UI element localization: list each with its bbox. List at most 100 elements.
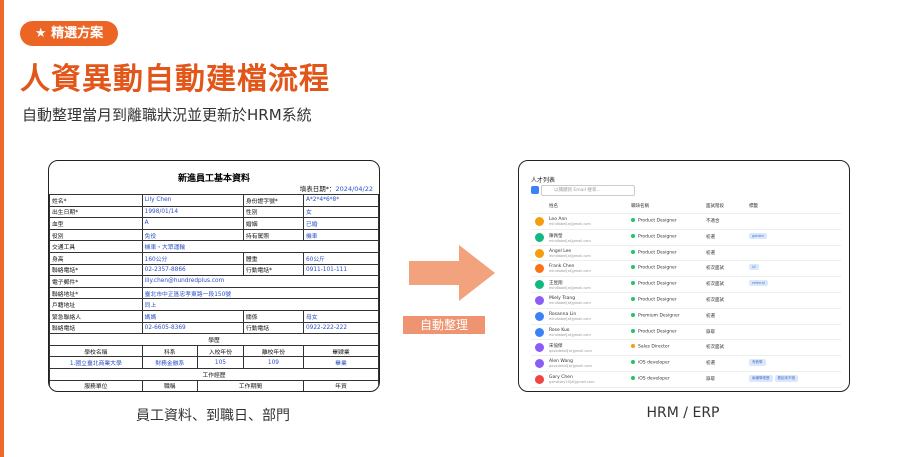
education-value: 1.國立臺北商業大學 <box>49 356 143 369</box>
form-label: 交通工具 <box>49 240 143 253</box>
form-value: 0922-222-222 <box>302 321 379 335</box>
form-label: 性別 <box>242 205 304 219</box>
tag-chip[interactable]: 有數學 <box>749 359 766 367</box>
tag-chip[interactable]: 兩種學經歷 <box>749 374 773 382</box>
candidate-email: mindlabel[at]gmail.com <box>549 269 591 274</box>
tag-chip[interactable]: referral <box>749 280 768 287</box>
form-label: 姓名* <box>49 194 143 207</box>
form-value: 女 <box>302 205 379 219</box>
form-value: 02-2357-8866 <box>141 263 244 277</box>
table-row[interactable]: 宋雅涵qovadetoli[at]gmail.comPM初次面試 <box>531 386 841 391</box>
education-header: 畢肄業 <box>302 344 379 358</box>
form-label: 婚姻 <box>242 217 304 230</box>
interview-stage: 初次面試 <box>706 282 724 288</box>
avatar <box>535 217 544 226</box>
avatar <box>535 327 544 337</box>
education-value: 畢業 <box>302 356 379 369</box>
form-value: 機車・大眾運輸 <box>141 240 379 253</box>
interview-stage: 初選 <box>706 250 715 256</box>
form-value: 0911-101-111 <box>302 263 379 277</box>
form-value: 機車 <box>302 228 379 242</box>
column-header[interactable]: 職缺名稱 <box>631 204 649 209</box>
candidate-email: mindlabel[at]gmail.com <box>549 316 591 321</box>
form-value: 母女 <box>302 309 379 323</box>
column-header[interactable]: 面試階段 <box>706 204 724 209</box>
form-value: A*2*4*6*8* <box>302 194 379 207</box>
job-title: Product Designer <box>631 218 677 224</box>
avatar <box>535 248 544 258</box>
tag-chip[interactable]: golden <box>749 232 767 239</box>
form-label: 役別 <box>49 228 143 242</box>
interview-stage: 錄取 <box>706 376 715 382</box>
education-section-title: 學歷 <box>49 333 379 346</box>
form-date: 填表日期*：2024/04/22 <box>299 185 373 193</box>
status-dot-icon <box>631 312 635 317</box>
tag-chip[interactable]: UI <box>749 264 759 271</box>
tag-list: referral <box>749 280 770 287</box>
form-label: 電子郵件* <box>49 275 143 288</box>
candidate-email: mindlabel[at]gmail.com <box>549 222 591 226</box>
work-header: 職稱 <box>141 379 198 391</box>
search-input[interactable]: 以關鍵詞 Email 搜尋... <box>541 185 635 196</box>
tag-list: 有數學 <box>749 359 768 367</box>
avatar <box>535 359 544 369</box>
avatar <box>535 232 544 242</box>
avatar <box>535 343 544 353</box>
job-title: iOS developer <box>631 360 670 366</box>
job-title: Sales Director <box>631 344 670 350</box>
form-row: 緊急聯絡人媽媽關係母女 <box>49 309 379 323</box>
page-title: 人資異動自動建檔流程 <box>20 62 330 97</box>
form-row: 電子郵件*lily.chen@hundredplus.com <box>49 275 379 288</box>
arrow-right-icon <box>409 245 495 301</box>
interview-stage: 初次面試 <box>706 297 724 303</box>
status-dot-icon <box>631 360 635 365</box>
form-label: 行動電話 <box>242 321 304 335</box>
job-title: Product Designer <box>631 281 677 287</box>
interview-stage: 錄取 <box>706 329 715 335</box>
tag-chip[interactable]: 看起來不錯 <box>774 374 798 382</box>
form-value: lily.chen@hundredplus.com <box>141 275 379 288</box>
candidate-email: mindlabel[at]gmail.com <box>549 238 591 243</box>
form-value: 免役 <box>141 228 244 242</box>
status-dot-icon <box>631 265 635 270</box>
form-label: 血型 <box>49 217 143 230</box>
avatar <box>535 295 544 305</box>
education-value: 105 <box>196 356 244 369</box>
job-title: Product Designer <box>631 249 677 255</box>
work-header: 工作期間 <box>196 379 304 391</box>
form-value: Lily Chen <box>141 194 244 207</box>
filter-icon[interactable] <box>531 186 539 194</box>
column-header[interactable]: 標籤 <box>749 204 758 209</box>
arrow-label: 自動整理 <box>403 316 485 334</box>
education-header: 科系 <box>141 344 198 358</box>
tag-list: 兩種學經歷看起來不錯 <box>749 374 800 382</box>
education-header: 學校名稱 <box>49 344 143 358</box>
job-title: iOS developer <box>631 375 670 381</box>
job-title: Product Designer <box>631 265 677 271</box>
status-dot-icon <box>631 328 635 333</box>
form-label: 戶籍地址 <box>49 298 143 311</box>
form-value: 60公斤 <box>302 251 379 265</box>
status-dot-icon <box>631 344 635 349</box>
avatar <box>535 311 544 321</box>
form-value: 臺北市中正區忠孝東路一段150號 <box>141 286 379 300</box>
column-header[interactable]: 姓名 <box>549 204 558 209</box>
